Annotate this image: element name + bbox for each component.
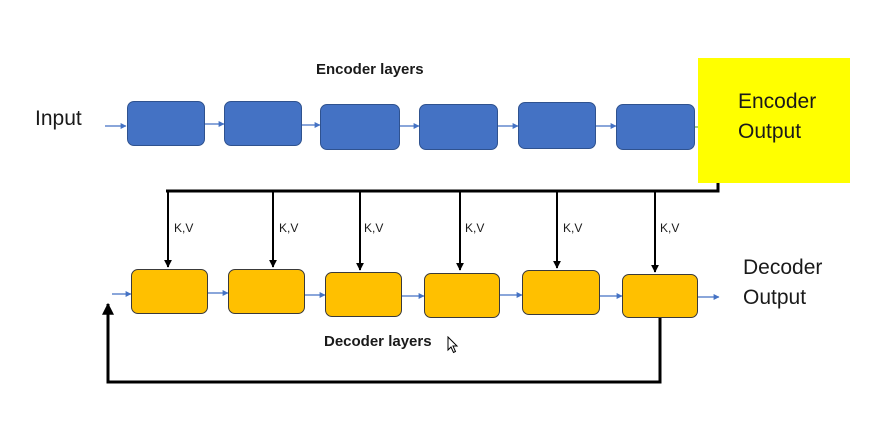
- decoder-layer-3: [325, 272, 402, 317]
- decoder-layer-5: [522, 270, 600, 315]
- encoder-layer-2: [224, 101, 302, 146]
- decoder-output-label-line2: Output: [743, 286, 807, 309]
- decoder-layer-4: [424, 273, 500, 318]
- encoder-layer-6: [616, 104, 695, 150]
- kv-label-3: K,V: [364, 221, 384, 235]
- kv-label-2: K,V: [279, 221, 299, 235]
- encoder-title: Encoder layers: [316, 61, 424, 78]
- kv-label-4: K,V: [465, 221, 485, 235]
- encoder-output-label-line1: Encoder: [738, 90, 817, 113]
- encoder-layer-1: [127, 101, 205, 146]
- encoder-layer-5: [518, 102, 596, 149]
- encoder-layer-3: [320, 104, 400, 150]
- decoder-layer-6: [622, 274, 698, 318]
- decoder-title: Decoder layers: [324, 333, 432, 350]
- decoder-output-label-line1: Decoder: [743, 256, 823, 279]
- encoder-output-box: Encoder Output: [698, 58, 850, 183]
- encoder-output-label-line2: Output: [738, 120, 802, 143]
- kv-label-5: K,V: [563, 221, 583, 235]
- decoder-feedback-loop: [102, 302, 662, 384]
- kv-label-6: K,V: [660, 221, 680, 235]
- decoder-layer-2: [228, 269, 305, 314]
- kv-label-1: K,V: [174, 221, 194, 235]
- encoder-layer-4: [419, 104, 498, 150]
- decoder-layer-1: [131, 269, 208, 314]
- input-label: Input: [35, 107, 82, 130]
- mouse-cursor-icon: [447, 336, 459, 354]
